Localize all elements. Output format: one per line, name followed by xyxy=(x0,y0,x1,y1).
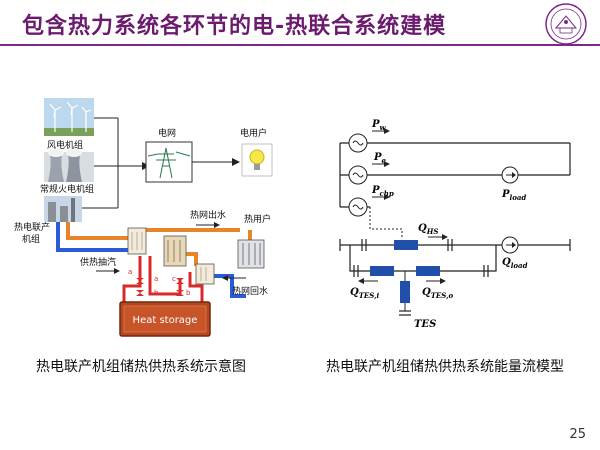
heat-exchanger-storage xyxy=(195,263,215,285)
heat-storage-label: Heat storage xyxy=(133,315,198,326)
steam-label: 供热抽汽 xyxy=(80,256,116,268)
heat-exchanger-chp xyxy=(127,227,147,255)
label-pchp: Pchp xyxy=(371,185,394,198)
source-pchp xyxy=(348,197,368,217)
heat-user-label: 热用户 xyxy=(244,213,271,225)
source-pe xyxy=(348,165,368,185)
qtesi-block xyxy=(370,266,394,276)
label-qhs: QHS xyxy=(418,223,438,236)
heat-capacitors xyxy=(353,239,489,277)
tes-block xyxy=(400,281,410,303)
source-pw xyxy=(348,133,368,153)
wind-label: 风电机组 xyxy=(47,139,83,151)
heat-load-symbol xyxy=(501,236,519,254)
valve-label-a1: a xyxy=(154,275,158,283)
arrow-heat-out xyxy=(214,222,220,228)
arrow-heat-return xyxy=(222,275,228,281)
thermal-plant-image xyxy=(44,149,94,182)
radiator-icon xyxy=(237,239,265,269)
qhs-block xyxy=(394,240,418,250)
chp-plant-image xyxy=(44,196,82,222)
valve-label-b2: b xyxy=(186,289,191,297)
title-divider xyxy=(0,44,600,46)
arrows-sources xyxy=(372,130,384,198)
heat-exchanger-main xyxy=(163,235,187,267)
grid-tower-box xyxy=(145,141,193,183)
electric-load-symbol xyxy=(501,166,519,184)
heat-net-return-label: 热网回水 xyxy=(232,285,268,297)
valve-label-c: c xyxy=(172,275,176,283)
label-pw: Pw xyxy=(371,119,387,132)
valve-label-a2: a xyxy=(128,268,132,276)
power-lines xyxy=(82,117,142,209)
heat-storage-tank xyxy=(119,301,211,337)
chp-heat-coupling xyxy=(369,207,403,239)
page-number: 25 xyxy=(569,427,586,442)
label-tes: TES xyxy=(414,319,436,330)
energy-flow-model: Pw Pe Pchp Pload QHS Qload xyxy=(339,119,571,330)
grid-label: 电网 xyxy=(158,127,176,139)
label-qtesi: QTES,i xyxy=(350,287,380,300)
chp-heat-storage-schematic: 风电机组 常规火电机组 热电联产机组 电网 xyxy=(14,98,273,337)
wind-turbine-image xyxy=(44,98,94,136)
right-caption: 热电联产机组储热供热系统能量流模型 xyxy=(326,359,564,375)
thermal-label: 常规火电机组 xyxy=(40,183,94,195)
qteso-block xyxy=(416,266,440,276)
left-caption: 热电联产机组储热供热系统示意图 xyxy=(36,359,246,375)
slide-title: 包含热力系统各环节的电-热联合系统建模 xyxy=(22,14,447,39)
label-qteso: QTES,o xyxy=(422,287,454,300)
valve-icons xyxy=(136,278,184,296)
heat-net-out-label: 热网出水 xyxy=(190,209,226,221)
chp-label: 热电联产机组 xyxy=(14,221,50,245)
elec-user-label: 电用户 xyxy=(240,127,267,139)
label-pe: Pe xyxy=(373,152,387,165)
label-pload: Pload xyxy=(501,189,526,202)
university-seal-logo xyxy=(545,3,587,45)
storage-loop-pipe xyxy=(122,256,204,312)
label-qload: Qload xyxy=(502,257,528,270)
valve-label-b1: b xyxy=(154,289,159,297)
light-bulb-icon xyxy=(241,143,273,177)
arrow-steam xyxy=(114,268,120,274)
heat-return-pipe xyxy=(56,222,246,298)
arrow-to-elec-user xyxy=(232,158,240,166)
